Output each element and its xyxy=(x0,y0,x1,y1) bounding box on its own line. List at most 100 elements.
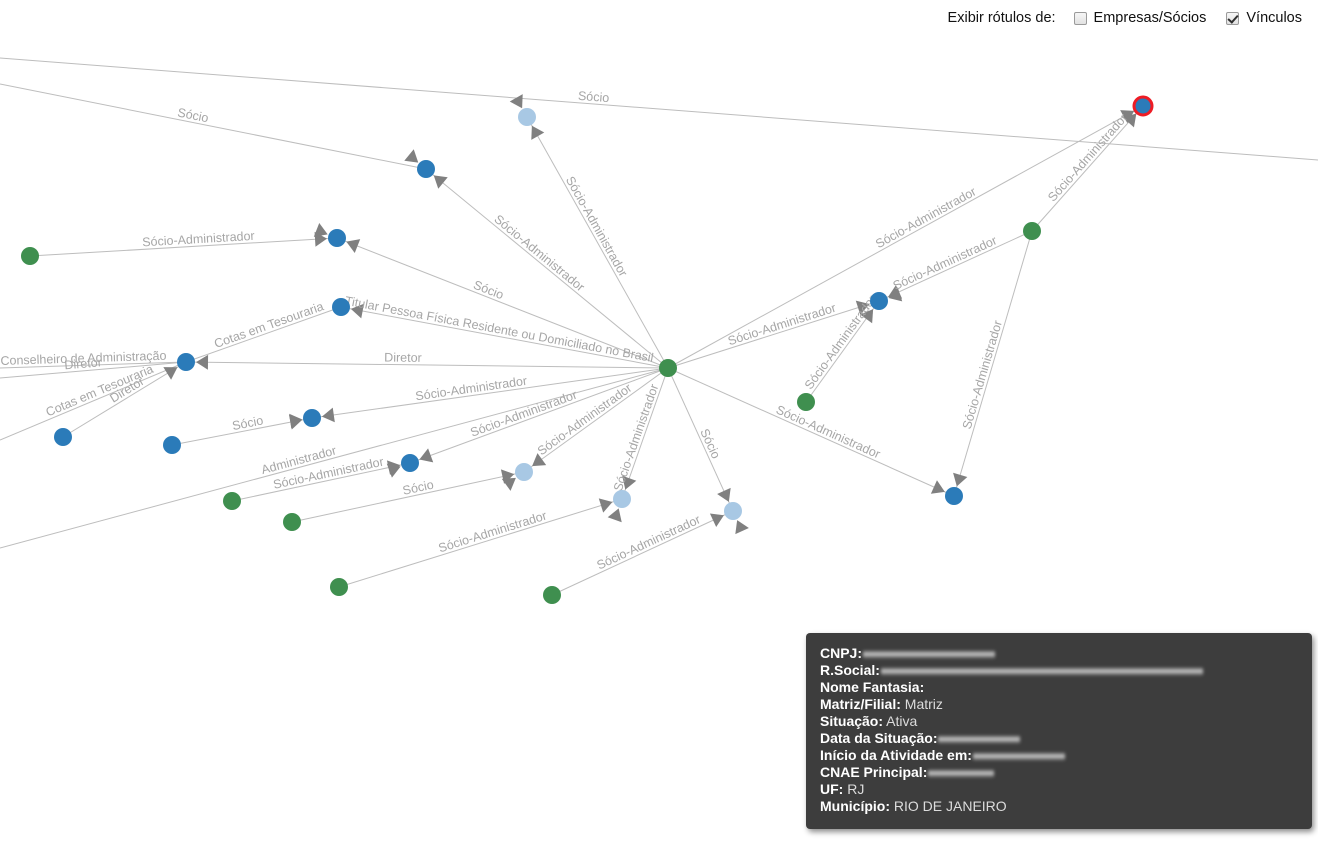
info-row: R.Social: xyxy=(820,662,1298,679)
graph-node[interactable] xyxy=(417,160,435,178)
edge-arrowhead xyxy=(888,285,903,299)
edge-arrowhead xyxy=(386,460,401,475)
graph-node[interactable] xyxy=(1023,222,1041,240)
checkbox-empresas-socios-box[interactable] xyxy=(1073,11,1087,25)
graph-edge[interactable] xyxy=(231,462,411,502)
graph-edge[interactable] xyxy=(336,237,669,369)
graph-edge[interactable] xyxy=(1031,105,1144,232)
graph-edge[interactable] xyxy=(185,361,669,369)
graph-edge[interactable] xyxy=(621,367,669,500)
graph-node[interactable] xyxy=(870,292,888,310)
redacted-value xyxy=(928,768,995,778)
graph-node[interactable] xyxy=(177,353,195,371)
edge-arrowhead xyxy=(709,513,724,528)
graph-node[interactable] xyxy=(163,436,181,454)
info-row-value: Ativa xyxy=(883,713,918,729)
edge-label: Conselheiro de Administração xyxy=(0,349,166,368)
graph-edge[interactable] xyxy=(526,116,669,369)
graph-edge[interactable] xyxy=(953,230,1033,497)
graph-node-selected[interactable] xyxy=(1132,95,1154,117)
redacted-value xyxy=(972,751,1065,761)
edge-label: Sócio-Administrador xyxy=(873,184,978,251)
info-row-key: Município: xyxy=(820,798,890,814)
graph-edge[interactable] xyxy=(291,471,525,523)
graph-node[interactable] xyxy=(945,487,963,505)
info-row-key: Nome Fantasia: xyxy=(820,679,925,695)
graph-edge xyxy=(0,57,1318,161)
graph-node[interactable] xyxy=(659,359,677,377)
info-row-key: CNPJ: xyxy=(820,645,863,661)
graph-edge xyxy=(0,367,669,549)
graph-edge[interactable] xyxy=(338,498,623,588)
node-layer[interactable] xyxy=(21,95,1154,604)
graph-edge[interactable] xyxy=(311,367,669,419)
graph-edge[interactable] xyxy=(878,230,1033,302)
edge-arrowhead xyxy=(346,239,361,253)
info-row: CNPJ: xyxy=(820,645,1298,662)
graph-node[interactable] xyxy=(54,428,72,446)
graph-edge xyxy=(0,361,187,369)
edge-label: Sócio-Administrador xyxy=(960,319,1005,431)
graph-node[interactable] xyxy=(543,586,561,604)
graph-node[interactable] xyxy=(518,108,536,126)
info-row-key: Início da Atividade em: xyxy=(820,747,972,763)
edge-layer xyxy=(29,105,1144,596)
edge-arrowhead xyxy=(404,149,419,163)
graph-node[interactable] xyxy=(797,393,815,411)
checkbox-vinculos-label: Vínculos xyxy=(1246,10,1302,26)
edge-label: Sócio xyxy=(401,478,435,498)
graph-edge[interactable] xyxy=(29,237,338,257)
edge-arrowhead xyxy=(930,480,945,494)
graph-node[interactable] xyxy=(303,409,321,427)
checkbox-vinculos[interactable]: Vínculos xyxy=(1226,10,1302,26)
info-row: Nome Fantasia: xyxy=(820,679,1298,696)
graph-edge[interactable] xyxy=(667,367,734,512)
edge-label: Sócio xyxy=(697,427,723,461)
edge-label: Sócio-Administrador xyxy=(595,512,703,572)
info-row: Situação: Ativa xyxy=(820,713,1298,730)
graph-node[interactable] xyxy=(515,463,533,481)
info-row: CNAE Principal: xyxy=(820,764,1298,781)
graph-node[interactable] xyxy=(328,229,346,247)
graph-edge[interactable] xyxy=(62,361,187,438)
info-row-key: Data da Situação: xyxy=(820,730,938,746)
checkbox-empresas-socios[interactable]: Empresas/Sócios xyxy=(1073,10,1206,26)
graph-node[interactable] xyxy=(223,492,241,510)
graph-edge[interactable] xyxy=(523,367,669,473)
graph-node[interactable] xyxy=(401,454,419,472)
graph-node[interactable] xyxy=(724,502,742,520)
info-row-key: UF: xyxy=(820,781,844,797)
edge-arrowhead xyxy=(195,354,209,370)
graph-edge[interactable] xyxy=(667,367,955,497)
edge-arrowhead xyxy=(163,367,178,380)
graph-node[interactable] xyxy=(21,247,39,265)
graph-edge[interactable] xyxy=(667,105,1144,369)
graph-edge[interactable] xyxy=(171,417,313,446)
redacted-value xyxy=(880,666,1203,676)
edge-label: Sócio-Administrador xyxy=(415,374,528,404)
edge-label: Sócio-Administrador xyxy=(437,509,549,556)
edge-label: Sócio xyxy=(578,89,610,105)
checkbox-vinculos-box[interactable] xyxy=(1226,11,1240,25)
edge-arrowhead xyxy=(419,448,434,463)
graph-edge[interactable] xyxy=(551,510,734,596)
graph-edge[interactable] xyxy=(425,168,669,369)
edge-label: Sócio-Administrador xyxy=(891,233,999,293)
edge-arrowhead xyxy=(855,300,870,315)
graph-node[interactable] xyxy=(613,490,631,508)
company-info-tooltip: CNPJ:R.Social:Nome Fantasia:Matriz/Filia… xyxy=(806,633,1312,829)
edge-arrowhead xyxy=(598,498,613,513)
edge-label: Sócio-Administrador xyxy=(535,381,634,458)
edge-arrowhead xyxy=(532,453,547,467)
edge-arrowhead xyxy=(314,231,328,247)
edge-arrowhead xyxy=(350,303,364,319)
graph-edge[interactable] xyxy=(340,306,669,369)
graph-edge xyxy=(0,361,187,441)
graph-node[interactable] xyxy=(332,298,350,316)
graph-node[interactable] xyxy=(330,578,348,596)
graph-edge[interactable] xyxy=(667,300,880,369)
graph-edge[interactable] xyxy=(409,367,669,464)
graph-node[interactable] xyxy=(283,513,301,531)
